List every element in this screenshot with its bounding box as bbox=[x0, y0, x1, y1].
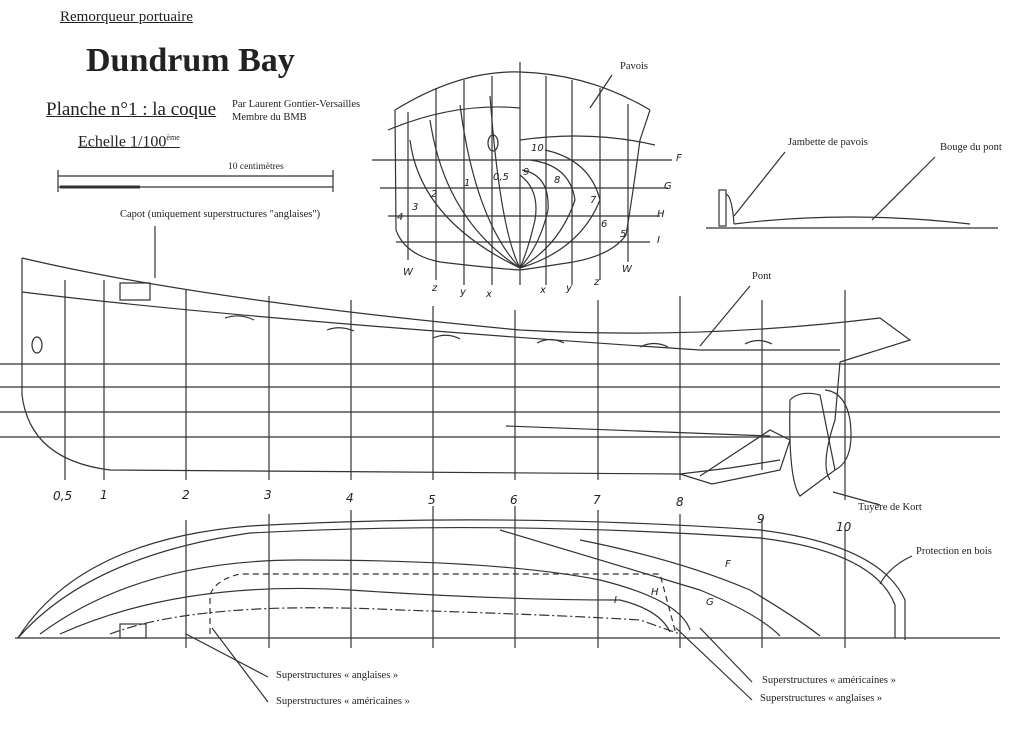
station-label: 9 bbox=[757, 512, 765, 526]
scale-text: Echelle 1/100 bbox=[78, 133, 167, 151]
waterline-label: F bbox=[676, 153, 682, 164]
section-number: 3 bbox=[412, 202, 419, 213]
label-pavois: Pavois bbox=[620, 61, 649, 72]
label-super-anglaises-right: Superstructures « anglaises » bbox=[760, 693, 883, 704]
label-super-americaines-left: Superstructures « américaines » bbox=[276, 696, 410, 707]
label-capot: Capot (uniquement superstructures "angla… bbox=[120, 209, 321, 220]
label-super-anglaises-left: Superstructures « anglaises » bbox=[276, 670, 399, 681]
section-number: 1 bbox=[464, 178, 471, 189]
page-title: Dundrum Bay bbox=[86, 42, 295, 79]
waterline-label: G bbox=[706, 597, 714, 608]
buttock-label: x bbox=[486, 289, 492, 300]
station-label: 3 bbox=[264, 488, 272, 502]
station-label: 1 bbox=[100, 488, 108, 502]
label-bouge: Bouge du pont bbox=[940, 142, 1002, 153]
station-label: 0,5 bbox=[53, 489, 73, 503]
station-label: 2 bbox=[182, 488, 190, 502]
section-number: 4 bbox=[397, 212, 404, 223]
half-breadth-plan bbox=[15, 506, 1000, 648]
buttock-label: y bbox=[566, 283, 572, 294]
station-label: 10 bbox=[836, 520, 852, 534]
label-protection: Protection en bois bbox=[916, 546, 992, 557]
station-label: 4 bbox=[346, 491, 354, 505]
scale-bar-label: 10 centimètres bbox=[228, 162, 284, 172]
waterline-label: I bbox=[614, 595, 617, 606]
scale-label: Echelle 1/100ème bbox=[78, 134, 180, 150]
plate-title: Planche n°1 : la coque bbox=[46, 99, 217, 120]
label-tuyere: Tuyère de Kort bbox=[858, 502, 922, 513]
waterline-label: F bbox=[725, 559, 731, 570]
buttock-label: W bbox=[403, 267, 413, 278]
station-label: 8 bbox=[676, 495, 684, 509]
deck-camber-detail bbox=[706, 189, 998, 229]
scale-superscript: ème bbox=[166, 133, 180, 142]
section-number: 6 bbox=[601, 219, 608, 230]
label-super-americaines-right: Superstructures « américaines » bbox=[762, 675, 896, 686]
buttock-label: W bbox=[622, 264, 632, 275]
scale-bar bbox=[57, 170, 334, 192]
section-number: 0,5 bbox=[493, 172, 509, 183]
label-jambette: Jambette de pavois bbox=[788, 137, 868, 148]
buttock-label: z bbox=[432, 283, 438, 294]
author-name: Par Laurent Gontier-Versailles bbox=[232, 99, 361, 110]
leader-lines bbox=[154, 74, 936, 703]
section-number: 2 bbox=[431, 189, 438, 200]
author-credit: Par Laurent Gontier-Versailles Membre du… bbox=[232, 98, 360, 124]
section-number: 9 bbox=[523, 167, 530, 178]
profile-view bbox=[0, 257, 1000, 500]
author-affiliation: Membre du BMB bbox=[232, 112, 307, 124]
station-label: 6 bbox=[510, 493, 518, 507]
buttock-label: z bbox=[594, 277, 600, 288]
waterline-label: G bbox=[664, 181, 672, 192]
waterline-label: I bbox=[657, 235, 660, 246]
section-number: 8 bbox=[554, 175, 561, 186]
body-plan bbox=[372, 62, 672, 285]
label-pont: Pont bbox=[752, 271, 772, 282]
subtitle: Remorqueur portuaire bbox=[60, 9, 193, 25]
station-label: 5 bbox=[428, 493, 436, 507]
section-number: 10 bbox=[531, 143, 544, 154]
section-number: 7 bbox=[590, 195, 597, 206]
buttock-label: y bbox=[460, 287, 466, 298]
section-number: 5 bbox=[620, 229, 627, 240]
buttock-label: x bbox=[540, 285, 546, 296]
waterline-label: H bbox=[657, 209, 665, 220]
waterline-label: H bbox=[651, 587, 659, 598]
station-label: 7 bbox=[593, 493, 601, 507]
